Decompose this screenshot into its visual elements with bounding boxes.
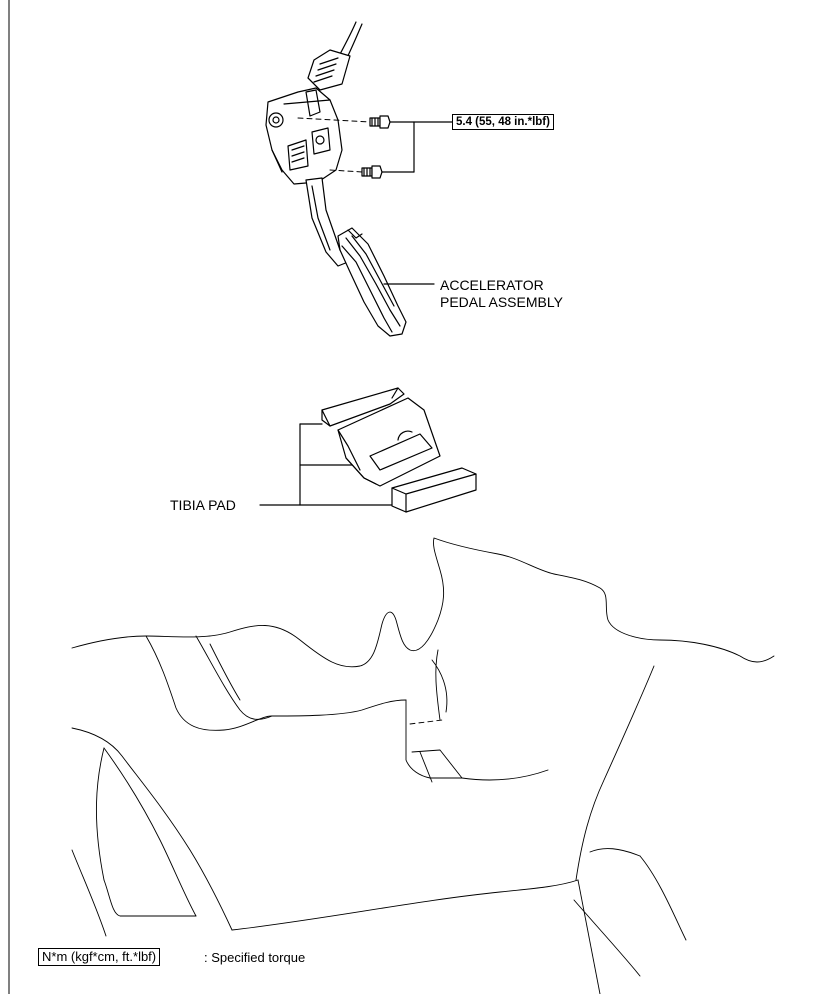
tibia-pad-block	[391, 467, 477, 513]
bolt-upper	[369, 115, 391, 129]
accelerator-label-line1: ACCELERATOR	[440, 277, 544, 293]
accelerator-label-line2: PEDAL ASSEMBLY	[440, 294, 563, 310]
accelerator-pedal-assembly	[265, 21, 407, 337]
bolt-lower	[361, 165, 383, 179]
bolt-upper-dash	[297, 117, 371, 123]
legend-description: : Specified torque	[204, 950, 306, 965]
legend-unit-box: N*m (kgf*cm, ft.*lbf)	[38, 948, 161, 966]
tibia-pad-label: TIBIA PAD	[170, 497, 236, 513]
torque-leader	[381, 121, 453, 173]
torque-specification-box: 5.4 (55, 48 in.*lbf)	[452, 114, 554, 130]
tibia-pad-parts	[321, 387, 477, 513]
vehicle-floor-outline	[71, 537, 775, 994]
bolt-lower-dash	[329, 169, 363, 173]
tibia-leader	[259, 423, 393, 506]
